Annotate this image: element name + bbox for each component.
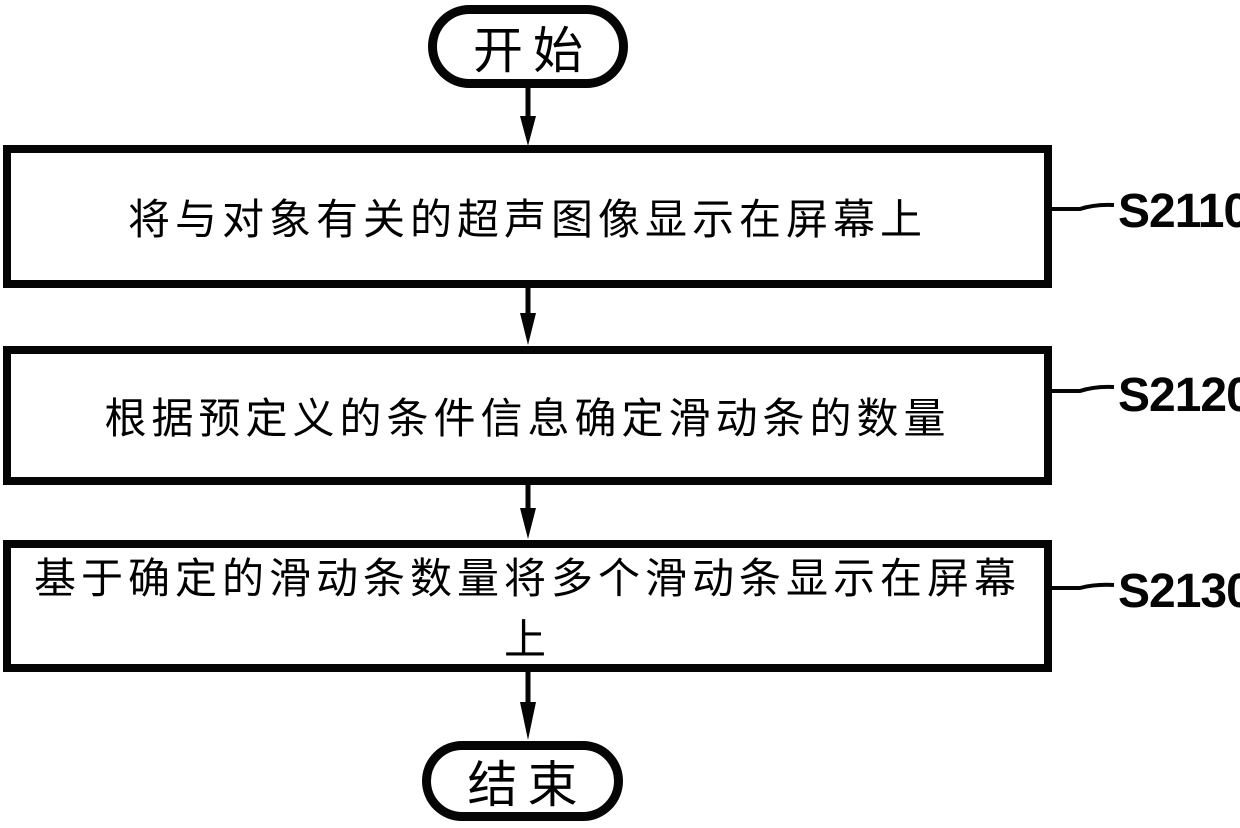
step-connector-line (1051, 582, 1115, 590)
arrow-down-icon (520, 671, 536, 740)
process-step-text: 基于确定的滑动条数量将多个滑动条显示在屏幕上 (33, 557, 1021, 664)
arrow-down-icon (520, 86, 536, 146)
process-step-text: 将与对象有关的超声图像显示在屏幕上 (127, 198, 927, 244)
process-step-display-ultrasound-image: 将与对象有关的超声图像显示在屏幕上 (3, 145, 1052, 288)
step-id-s2110: S2110 (1118, 185, 1240, 238)
start-terminal-label: 开始 (473, 22, 593, 79)
process-step-display-sliders: 基于确定的滑动条数量将多个滑动条显示在屏幕上 (3, 540, 1052, 672)
process-step-determine-slider-count: 根据预定义的条件信息确定滑动条的数量 (3, 346, 1052, 485)
start-terminal: 开始 (428, 5, 628, 88)
step-id-s2130: S2130 (1118, 565, 1240, 618)
arrow-down-icon (520, 484, 536, 539)
step-connector-line (1051, 202, 1115, 211)
step-id-s2120: S2120 (1118, 369, 1240, 422)
arrow-down-icon (520, 287, 536, 345)
end-terminal-label: 结束 (467, 757, 588, 813)
process-step-text: 根据预定义的条件信息确定滑动条的数量 (104, 397, 951, 443)
step-connector-line (1051, 384, 1115, 393)
end-terminal: 结束 (422, 741, 623, 821)
